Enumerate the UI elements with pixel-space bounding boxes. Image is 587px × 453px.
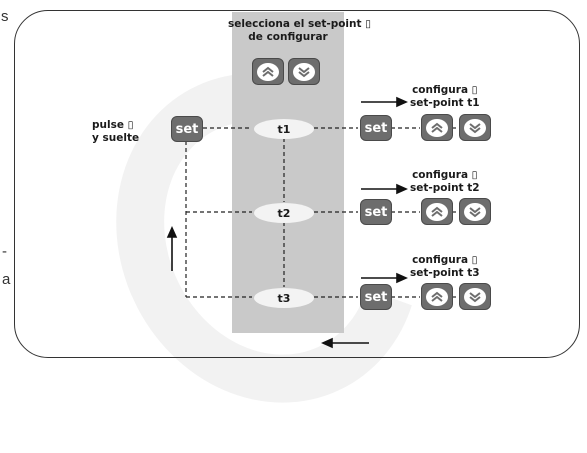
- chevron-double-down-icon: [298, 66, 310, 77]
- set-button-t3[interactable]: set: [360, 284, 392, 310]
- header-up-button[interactable]: [252, 58, 284, 85]
- down-button-t3[interactable]: [459, 283, 491, 310]
- chevron-double-down-icon: [469, 291, 481, 302]
- cropped-text-bottom: a: [2, 271, 11, 288]
- connector-lines: [166, 96, 459, 349]
- header-down-button[interactable]: [288, 58, 320, 85]
- down-button-t2[interactable]: [459, 198, 491, 225]
- cropped-text-top: s: [1, 8, 9, 25]
- pulse-label: pulse ▯ y suelte: [92, 119, 139, 145]
- down-button-t1[interactable]: [459, 114, 491, 141]
- diagram-canvas: s - a: [1, 8, 580, 453]
- main-set-button[interactable]: set: [171, 116, 203, 142]
- cropped-text-middle: -: [2, 243, 7, 260]
- setpoint-t1-line-2: set-point t1: [410, 97, 480, 110]
- header-line-1: selecciona el set-point ▯: [228, 18, 371, 30]
- chevron-double-up-icon: [431, 206, 443, 217]
- setpoint-t3-line-1: configura ▯: [412, 254, 478, 266]
- pulse-line-2: y suelte: [92, 132, 140, 145]
- node-t2: t2: [254, 203, 314, 223]
- setpoint-t3-label: configura ▯ set-point t3: [410, 254, 480, 280]
- chevron-double-down-icon: [469, 206, 481, 217]
- chevron-double-down-icon: [469, 122, 481, 133]
- header-label: selecciona el set-point ▯ de configurar: [228, 18, 371, 44]
- setpoint-t2-line-1: configura ▯: [412, 169, 478, 181]
- setpoint-t1-line-1: configura ▯: [412, 84, 478, 96]
- chevron-double-up-icon: [431, 291, 443, 302]
- up-button-t2[interactable]: [421, 198, 453, 225]
- chevron-double-up-icon: [431, 122, 443, 133]
- setpoint-t1-label: configura ▯ set-point t1: [410, 84, 480, 110]
- up-button-t1[interactable]: [421, 114, 453, 141]
- pulse-line-1: pulse ▯: [92, 119, 134, 131]
- set-button-t1[interactable]: set: [360, 115, 392, 141]
- node-t3: t3: [254, 288, 314, 308]
- header-line-2: de configurar: [248, 31, 328, 44]
- setpoint-t3-line-2: set-point t3: [410, 267, 480, 280]
- node-t1: t1: [254, 119, 314, 139]
- up-button-t3[interactable]: [421, 283, 453, 310]
- chevron-double-up-icon: [262, 66, 274, 77]
- set-button-t2[interactable]: set: [360, 199, 392, 225]
- setpoint-t2-label: configura ▯ set-point t2: [410, 169, 480, 195]
- setpoint-t2-line-2: set-point t2: [410, 182, 480, 195]
